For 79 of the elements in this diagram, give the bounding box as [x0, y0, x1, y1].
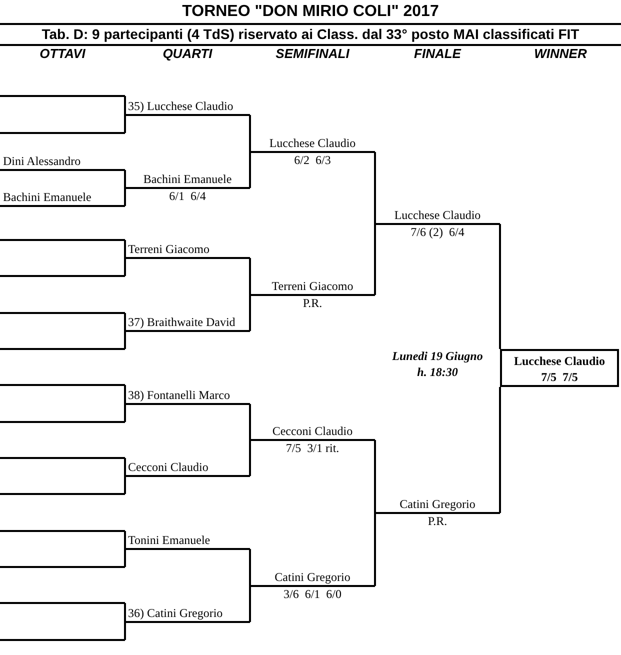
- match-score: 6/2 6/3: [293, 153, 332, 168]
- bracket-connector: [374, 513, 376, 586]
- bracket-connector: [249, 549, 251, 586]
- player-name: Terreni Giacomo: [125, 242, 250, 259]
- bracket-connector: [124, 331, 126, 349]
- bracket-connector: [249, 258, 251, 295]
- bracket-connector: [249, 404, 251, 440]
- player-name: 35) Lucchese Claudio: [125, 99, 250, 116]
- subtitle: Tab. D: 9 partecipanti (4 TdS) riservato ai Class. dal 33° posto MAI classificati FIT: [40, 26, 580, 43]
- bracket-connector: [124, 96, 126, 115]
- bracket-connector: [124, 258, 126, 276]
- bracket-connector: [249, 586, 251, 622]
- match-date: Lunedi 19 Giugno: [391, 349, 484, 364]
- bracket-connector: [249, 115, 251, 152]
- bracket-line: [0, 639, 125, 641]
- player-name: 36) Catini Gregorio: [125, 606, 250, 623]
- bracket-connector: [124, 458, 126, 476]
- bracket-line: [0, 530, 125, 532]
- match-score: 7/6 (2) 6/4: [410, 225, 466, 240]
- match-score: P.R.: [426, 514, 448, 529]
- bracket-connector: [124, 476, 126, 494]
- bracket-line: [0, 566, 125, 568]
- bracket-connector: [124, 240, 126, 258]
- player-name: Terreni Giacomo: [250, 279, 375, 296]
- bracket-line: [0, 95, 125, 97]
- bracket-connector: [249, 152, 251, 188]
- player-name: Lucchese Claudio: [375, 208, 500, 225]
- bracket-connector: [249, 295, 251, 331]
- player-name: 37) Braithwaite David: [125, 315, 250, 332]
- player-name: Catini Gregorio: [250, 570, 375, 587]
- bracket-connector: [124, 170, 126, 188]
- bracket-line: [0, 457, 125, 459]
- player-name: Bachini Emanuele: [0, 190, 125, 207]
- bracket-line: [0, 602, 125, 604]
- player-name: Lucchese Claudio: [250, 136, 375, 153]
- player-name: Bachini Emanuele: [125, 172, 250, 189]
- match-score: P.R.: [302, 296, 324, 311]
- bracket-connector: [124, 313, 126, 331]
- column-header: OTTAVI: [38, 46, 86, 62]
- match-score: 7/5 3/1 rit.: [284, 441, 340, 456]
- player-name: Cecconi Claudio: [125, 460, 250, 477]
- bracket-connector: [374, 152, 376, 224]
- bracket-connector: [124, 603, 126, 622]
- player-name: Dini Alessandro: [0, 154, 125, 171]
- bracket-line: [0, 312, 125, 314]
- bracket-connector: [124, 549, 126, 567]
- bracket-connector: [124, 531, 126, 549]
- player-name: Lucchese Claudio: [512, 353, 606, 369]
- match-time: h. 18:30: [416, 365, 459, 380]
- column-header: SEMIFINALI: [274, 46, 350, 62]
- bracket-line: [0, 348, 125, 350]
- bracket-connector: [249, 440, 251, 476]
- match-score: 3/6 6/1 6/0: [282, 587, 342, 602]
- bracket-connector: [124, 188, 126, 206]
- player-name: Catini Gregorio: [375, 497, 500, 514]
- bracket-connector: [374, 440, 376, 513]
- column-header: QUARTI: [162, 46, 214, 62]
- bracket-line: [0, 493, 125, 495]
- bracket-line: [0, 275, 125, 277]
- match-score: 6/1 6/4: [168, 189, 207, 204]
- bracket-connector: [124, 385, 126, 404]
- player-name: Tonini Emanuele: [125, 533, 250, 550]
- bracket-connector: [124, 404, 126, 422]
- bracket-connector: [499, 224, 501, 349]
- bracket-line: [0, 239, 125, 241]
- bracket-connector: [124, 115, 126, 133]
- column-header: FINALE: [413, 46, 462, 62]
- bracket-line: [0, 384, 125, 386]
- match-score: 7/5 7/5: [540, 369, 579, 385]
- bracket-connector: [499, 387, 501, 513]
- winner-box: [500, 349, 619, 387]
- bracket-connector: [124, 622, 126, 640]
- bracket-line: [0, 132, 125, 134]
- player-name: 38) Fontanelli Marco: [125, 388, 250, 405]
- title: TORNEO "DON MIRIO COLI" 2017: [181, 3, 440, 21]
- bracket-connector: [374, 224, 376, 295]
- column-header: WINNER: [533, 46, 588, 62]
- bracket-line: [0, 421, 125, 423]
- player-name: Cecconi Claudio: [250, 424, 375, 441]
